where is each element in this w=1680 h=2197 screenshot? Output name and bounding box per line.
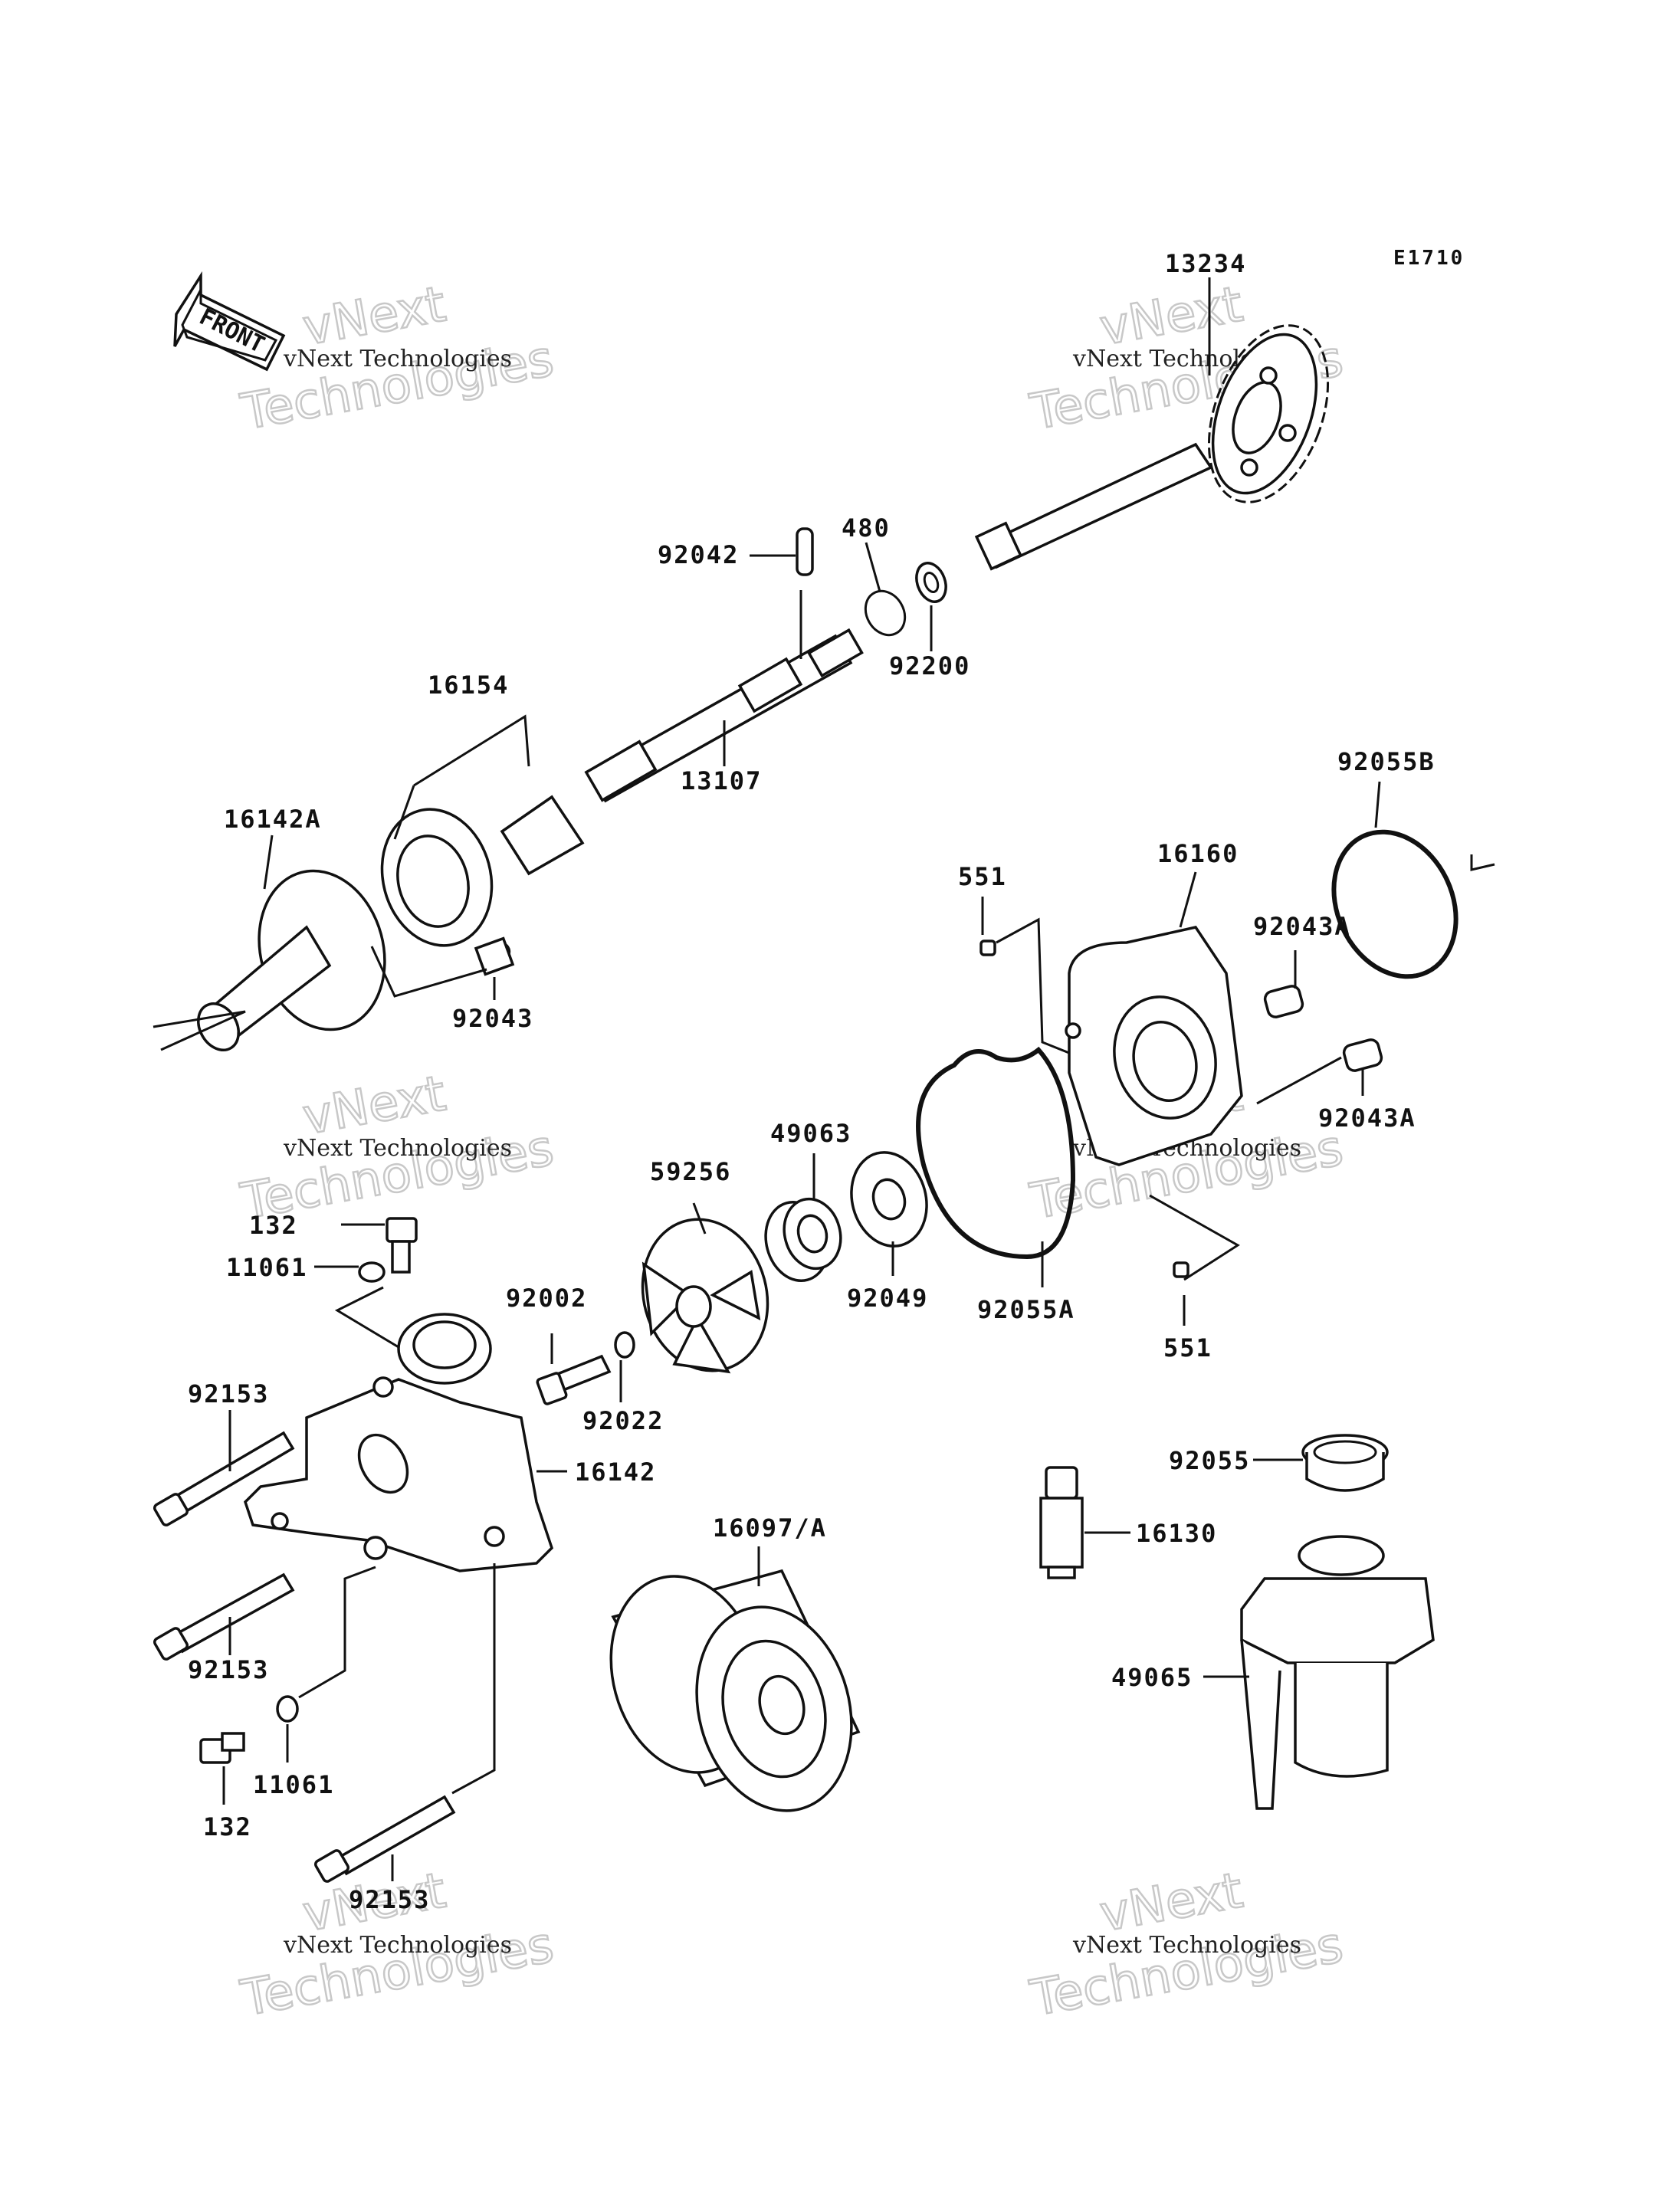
svg-text:vNext Technologies: vNext Technologies — [1072, 1932, 1301, 1959]
label-480: 480 — [842, 513, 891, 543]
watermark-top-left: vNext Technologies vNext Technologies — [236, 275, 559, 442]
pin-92042 — [796, 527, 814, 576]
watermark-bottom-right: vNext Technologies vNext Technologies — [1025, 1861, 1348, 2028]
washer-11061-bottom — [276, 1695, 299, 1723]
fitting-16130 — [1039, 1466, 1084, 1579]
diagram-code: E1710 — [1393, 247, 1465, 270]
label-13107: 13107 — [681, 766, 762, 795]
label-92022: 92022 — [582, 1406, 664, 1435]
strainer-49065 — [1240, 1535, 1435, 1810]
cap-92055 — [1301, 1434, 1389, 1492]
label-16154: 16154 — [428, 671, 509, 700]
label-16097A: 16097/A — [713, 1513, 827, 1543]
oring-92055B — [1331, 829, 1459, 979]
washer-92022 — [614, 1331, 635, 1359]
label-16142A: 16142A — [224, 805, 322, 834]
bolt-92153-mid — [153, 1572, 295, 1661]
svg-text:vNext Technologies: vNext Technologies — [283, 346, 512, 372]
label-92043A-bottom: 92043A — [1318, 1103, 1416, 1133]
label-16130: 16130 — [1136, 1519, 1217, 1548]
label-11061-bottom: 11061 — [253, 1770, 334, 1799]
pin-551-bottom — [1173, 1261, 1189, 1278]
dowel-92043A-bottom — [1342, 1038, 1383, 1072]
washer-92200 — [915, 562, 947, 603]
dowel-92043 — [474, 936, 515, 976]
bearing-92049 — [850, 1151, 928, 1248]
shaft-13107 — [584, 628, 864, 803]
svg-text:vNext Technologies: vNext Technologies — [283, 1135, 512, 1162]
bolt-132-bottom — [199, 1732, 245, 1764]
dowel-92043A-top — [1263, 985, 1304, 1018]
label-16142: 16142 — [575, 1458, 656, 1487]
front-arrow-icon: FRONT — [173, 271, 286, 372]
label-92055: 92055 — [1169, 1446, 1250, 1475]
bolt-92002 — [536, 1354, 612, 1405]
bolt-92153-bottom — [313, 1795, 456, 1883]
label-92043A-top: 92043A — [1253, 912, 1351, 941]
svg-text:vNext Technologies: vNext Technologies — [283, 1932, 512, 1959]
oil-filter-16097A — [609, 1569, 861, 1812]
pump-body-16142A — [197, 869, 386, 1051]
bolt-132-top — [386, 1217, 418, 1274]
watermark-mid-left: vNext Technologies vNext Technologies — [236, 1064, 559, 1231]
impeller-59256 — [641, 1218, 769, 1374]
label-92153-top: 92153 — [188, 1379, 269, 1408]
label-59256: 59256 — [650, 1157, 731, 1186]
svg-text:vNext: vNext — [299, 276, 450, 356]
label-92200: 92200 — [889, 651, 970, 680]
svg-text:vNext: vNext — [1096, 1862, 1247, 1943]
label-551-top: 551 — [958, 862, 1007, 891]
label-92153-mid: 92153 — [188, 1655, 269, 1684]
seal-49063 — [764, 1197, 842, 1283]
label-132-bottom: 132 — [203, 1812, 252, 1841]
label-132-top: 132 — [249, 1211, 298, 1240]
cover-16160 — [1065, 926, 1243, 1166]
label-92055B: 92055B — [1337, 747, 1436, 776]
washer-11061-top — [358, 1261, 386, 1283]
pin-551-top — [979, 939, 996, 956]
label-92042: 92042 — [658, 540, 739, 569]
rotor-set-16154 — [380, 795, 585, 947]
label-13234: 13234 — [1165, 249, 1246, 278]
label-49063: 49063 — [770, 1119, 851, 1148]
circlip-480 — [864, 589, 907, 637]
oring-92055A — [916, 1046, 1076, 1260]
gear-shaft-13234 — [974, 324, 1330, 571]
label-92002: 92002 — [506, 1284, 587, 1313]
label-16160: 16160 — [1157, 839, 1239, 868]
label-551-bottom: 551 — [1163, 1333, 1212, 1362]
label-92153-bottom: 92153 — [349, 1885, 430, 1914]
svg-text:vNext: vNext — [299, 1065, 450, 1146]
pump-cover-16142 — [243, 1313, 554, 1572]
label-49065: 49065 — [1111, 1663, 1193, 1692]
label-92055A: 92055A — [977, 1295, 1075, 1324]
svg-text:vNext: vNext — [1096, 276, 1247, 356]
bolt-92153-top — [153, 1431, 295, 1526]
label-11061-top: 11061 — [226, 1253, 307, 1282]
label-92043: 92043 — [452, 1004, 533, 1033]
label-92049: 92049 — [847, 1284, 928, 1313]
